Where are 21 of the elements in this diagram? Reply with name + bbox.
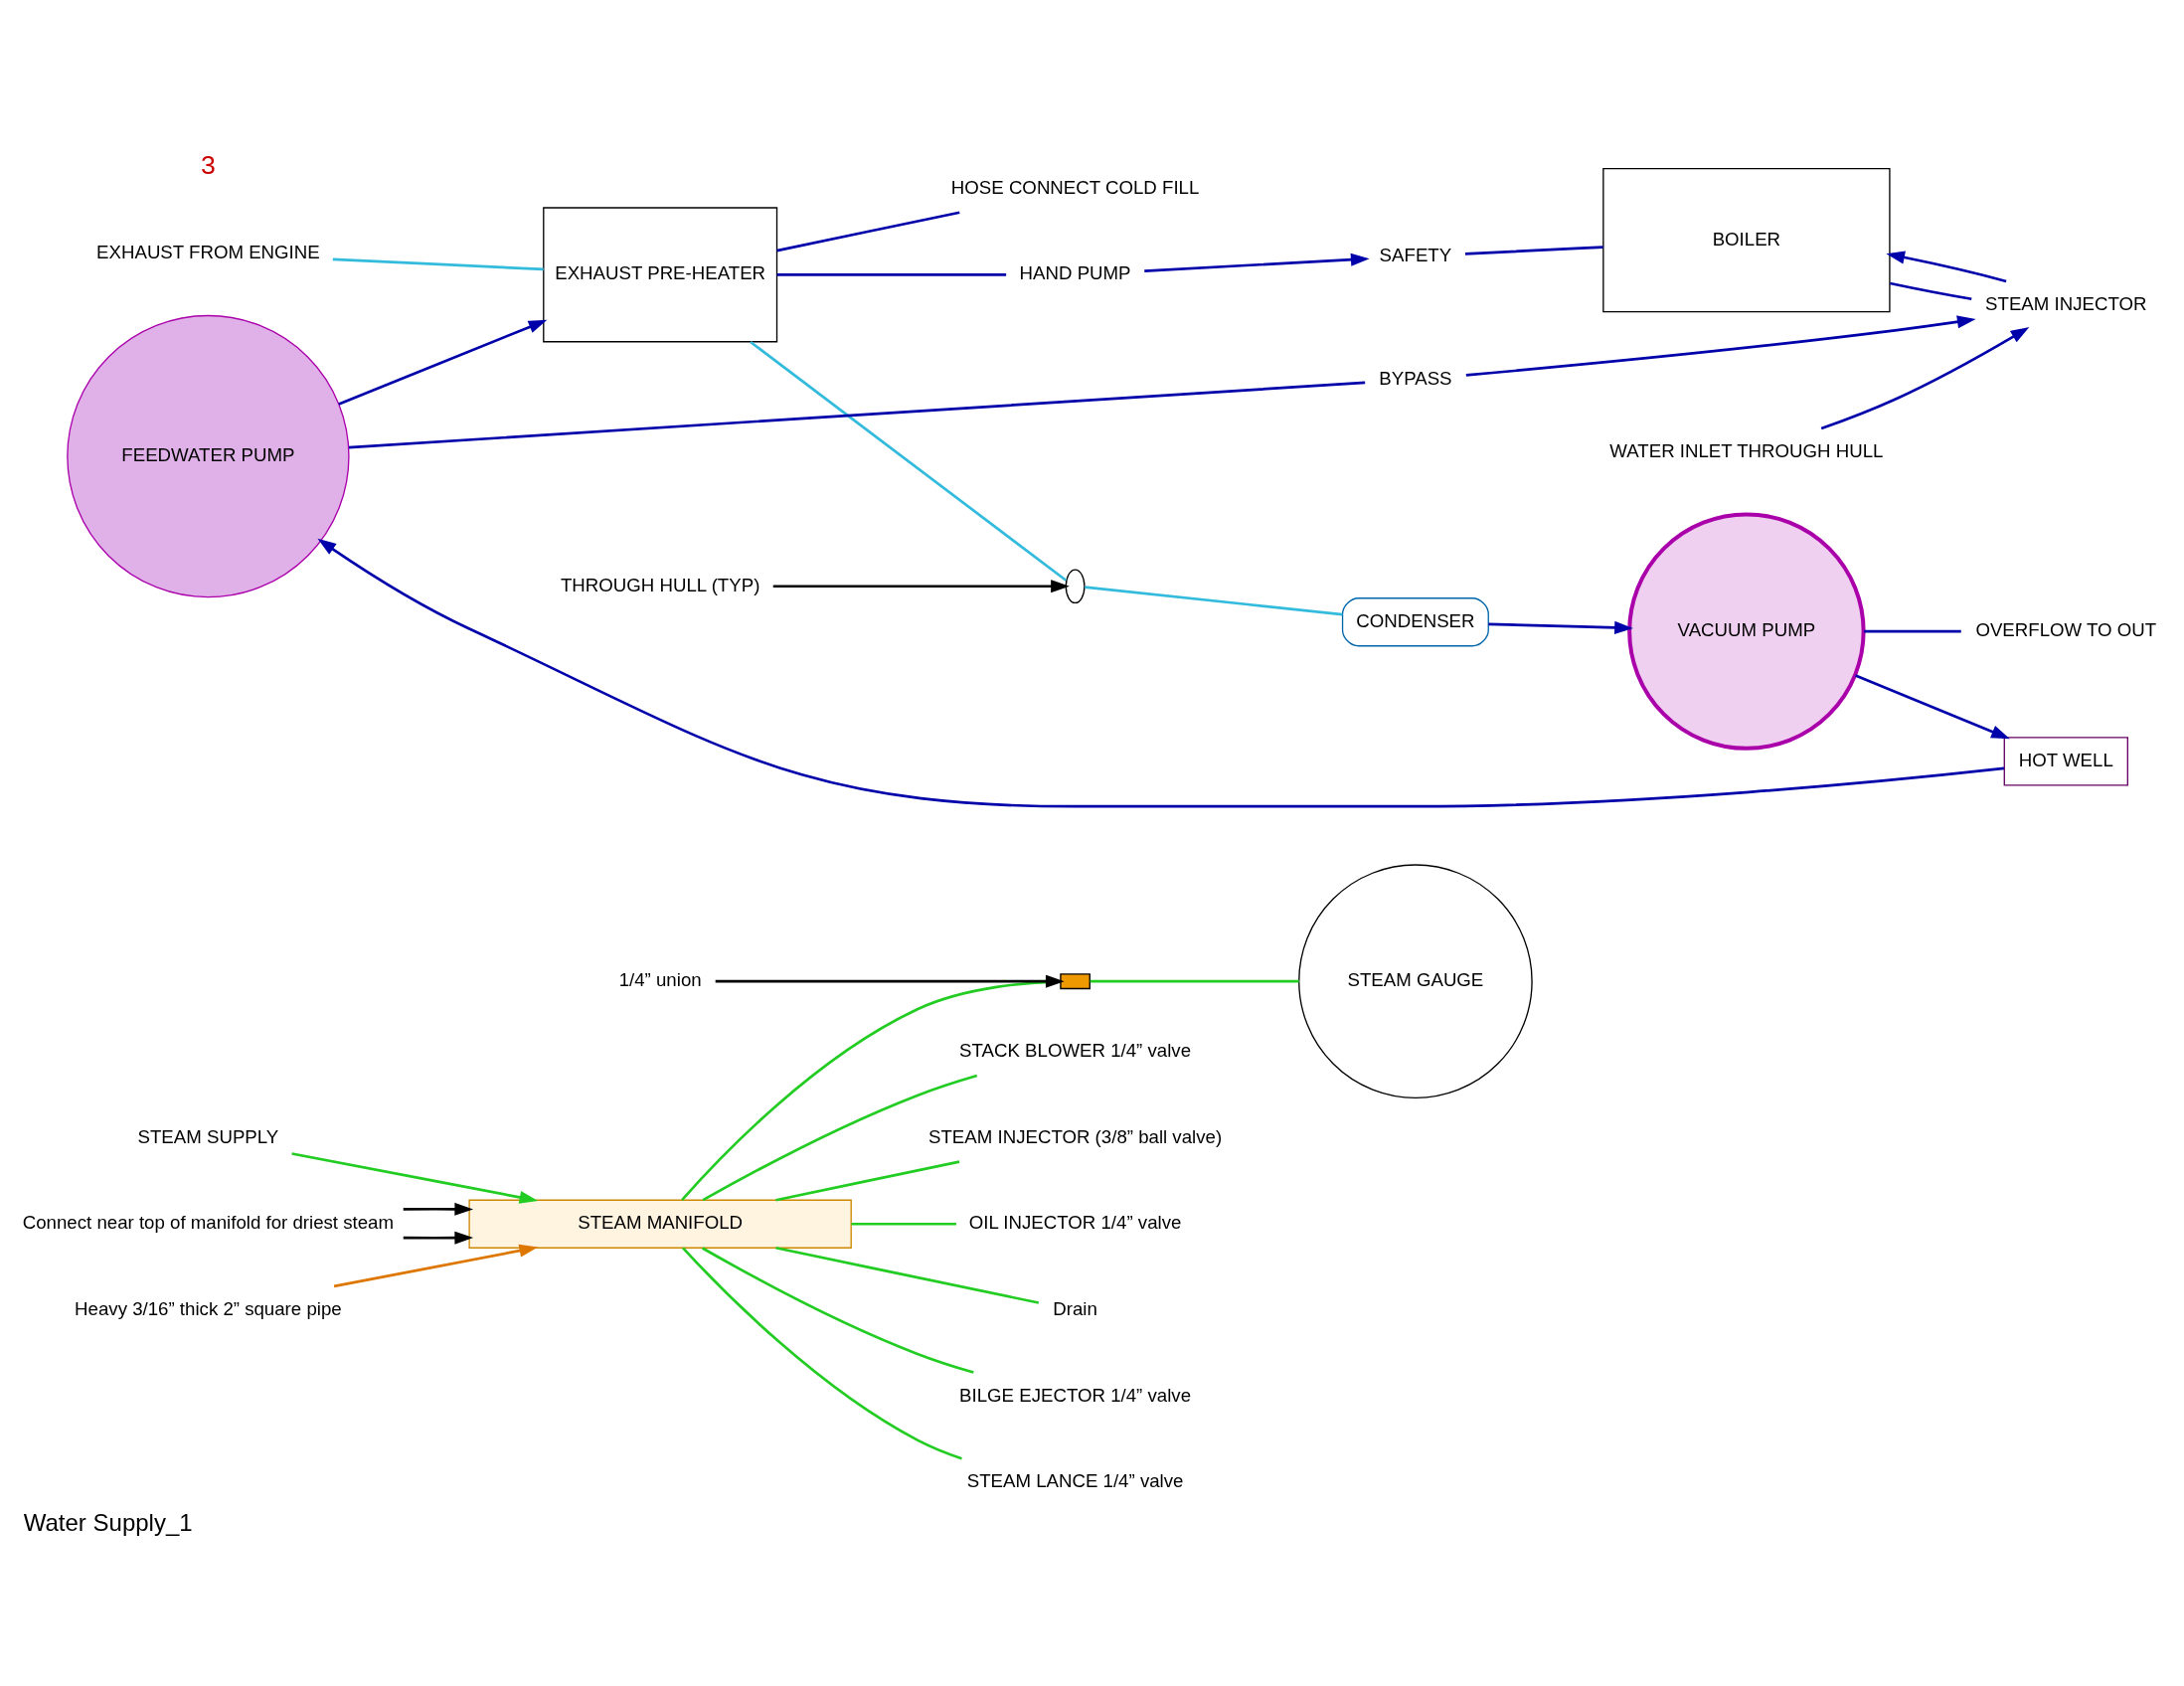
label: 3: [200, 149, 216, 180]
node-text: THROUGH HULL (TYP): [560, 574, 760, 595]
node-text: OVERFLOW TO OUT: [1975, 618, 2157, 640]
caption: Water Supply_1: [23, 1508, 193, 1536]
node-text: HAND PUMP: [1019, 261, 1131, 283]
node-text: STEAM INJECTOR (3/8” ball valve): [928, 1125, 1223, 1146]
node-text: STEAM INJECTOR: [1985, 292, 2147, 314]
node-text: OIL INJECTOR 1/4” valve: [968, 1211, 1182, 1233]
node-text: WATER INLET THROUGH HULL: [1609, 439, 1884, 461]
node-text: EXHAUST FROM ENGINE: [96, 241, 320, 262]
node-text: Connect near top of manifold for driest steam: [22, 1211, 395, 1233]
node-text: STEAM LANCE 1/4” valve: [966, 1469, 1184, 1491]
node-text: Drain: [1053, 1297, 1097, 1319]
node-text: BYPASS: [1379, 367, 1452, 389]
node-text: STACK BLOWER 1/4” valve: [959, 1039, 1192, 1061]
node-text: HOSE CONNECT COLD FILL: [950, 176, 1200, 198]
node-text: Heavy 3/16” thick 2” square pipe: [75, 1297, 342, 1319]
node-text: SAFETY: [1379, 244, 1452, 265]
node-text: BILGE EJECTOR 1/4” valve: [959, 1384, 1192, 1406]
node-text: 1/4” union: [618, 968, 702, 990]
node-text: STEAM SUPPLY: [137, 1125, 279, 1146]
